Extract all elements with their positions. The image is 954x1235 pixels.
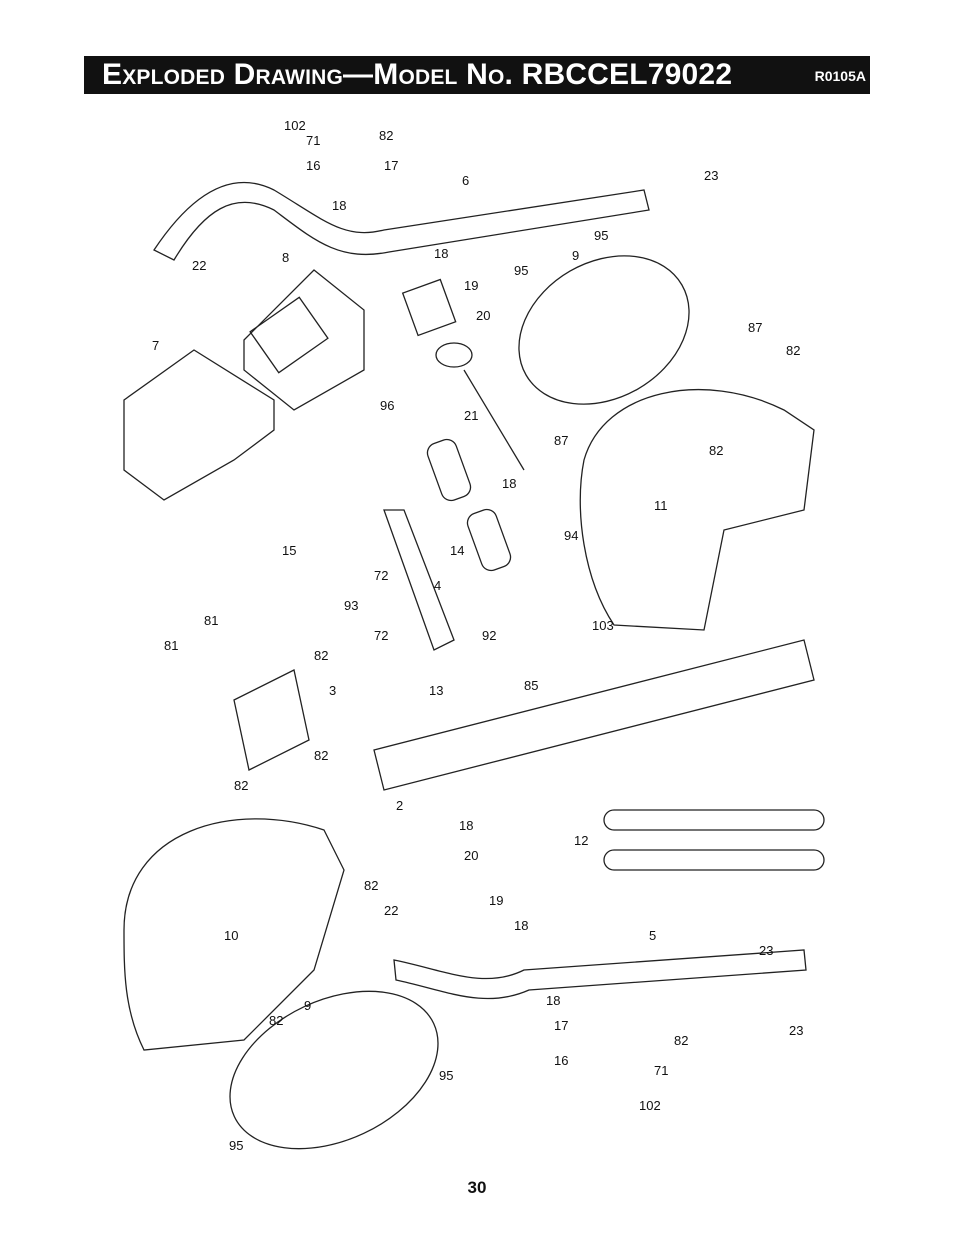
part-label: 7 [152,338,159,353]
part-label: 82 [364,878,378,893]
part-label: 3 [329,683,336,698]
part-label: 95 [594,228,608,243]
part-label: 102 [284,118,306,133]
part-label: 4 [434,578,441,593]
part-label: 87 [748,320,762,335]
part-label: 85 [524,678,538,693]
part-label: 19 [489,893,503,908]
part-label: 82 [674,1033,688,1048]
part-label: 20 [464,848,478,863]
bracket [233,669,310,771]
seat-frame [383,509,455,651]
part-label: 82 [314,748,328,763]
page-header: Exploded Drawing—Model No. RBCCEL79022 R… [84,56,870,94]
disc-upper [518,255,690,405]
part-label: 17 [384,158,398,173]
main-frame [373,639,815,791]
part-label: 82 [379,128,393,143]
part-label: 92 [482,628,496,643]
part-label: 16 [554,1053,568,1068]
part-label: 71 [654,1063,668,1078]
part-label: 12 [574,833,588,848]
part-label: 102 [639,1098,661,1113]
part-label: 22 [384,903,398,918]
shroud-lower [123,818,345,1051]
page-number: 30 [467,1178,487,1197]
part-label: 81 [204,613,218,628]
part-label: 93 [344,598,358,613]
part-label: 87 [554,433,568,448]
part-label: 10 [224,928,238,943]
part-label: 9 [572,248,579,263]
part-label: 82 [709,443,723,458]
part-label: 96 [380,398,394,413]
part-label: 82 [786,343,800,358]
part-label: 15 [282,543,296,558]
part-label: 18 [332,198,346,213]
part-label: 18 [502,476,516,491]
part-label: 19 [464,278,478,293]
part-label: 6 [462,173,469,188]
page-title: Exploded Drawing—Model No. RBCCEL79022 [102,58,733,91]
part-label: 18 [546,993,560,1008]
part-label: 18 [459,818,473,833]
part-label: 95 [514,263,528,278]
part-label: 72 [374,628,388,643]
part-label: 18 [434,246,448,261]
upper-arm [153,181,650,261]
part-label: 14 [450,543,464,558]
part-label: 17 [554,1018,568,1033]
part-label: 95 [439,1068,453,1083]
part-label: 20 [476,308,490,323]
lower-arm [393,949,807,1000]
part-label: 94 [564,528,578,543]
console-cover [123,349,275,501]
part-label: 82 [234,778,248,793]
part-label: 5 [649,928,656,943]
part-label: 103 [592,618,614,633]
part-label: 21 [464,408,478,423]
part-label: 71 [306,133,320,148]
console [243,269,365,411]
drawing-code: R0105A [814,68,866,84]
part-label: 23 [789,1023,803,1038]
part-label: 82 [269,1013,283,1028]
part-label: 13 [429,683,443,698]
part-label: 2 [396,798,403,813]
part-label: 11 [654,498,668,513]
part-label: 18 [514,918,528,933]
exploded-drawing: 102 71 82 16 17 18 6 23 22 8 18 19 95 9 … [123,118,825,1153]
part-label: 23 [704,168,718,183]
part-label: 22 [192,258,206,273]
part-label: 9 [304,998,311,1013]
shroud-upper [579,388,815,631]
part-label: 72 [374,568,388,583]
part-label: 81 [164,638,178,653]
disc-lower [229,990,439,1150]
part-label: 16 [306,158,320,173]
part-label: 8 [282,250,289,265]
part-label: 82 [314,648,328,663]
part-label: 95 [229,1138,243,1153]
part-label: 23 [759,943,773,958]
